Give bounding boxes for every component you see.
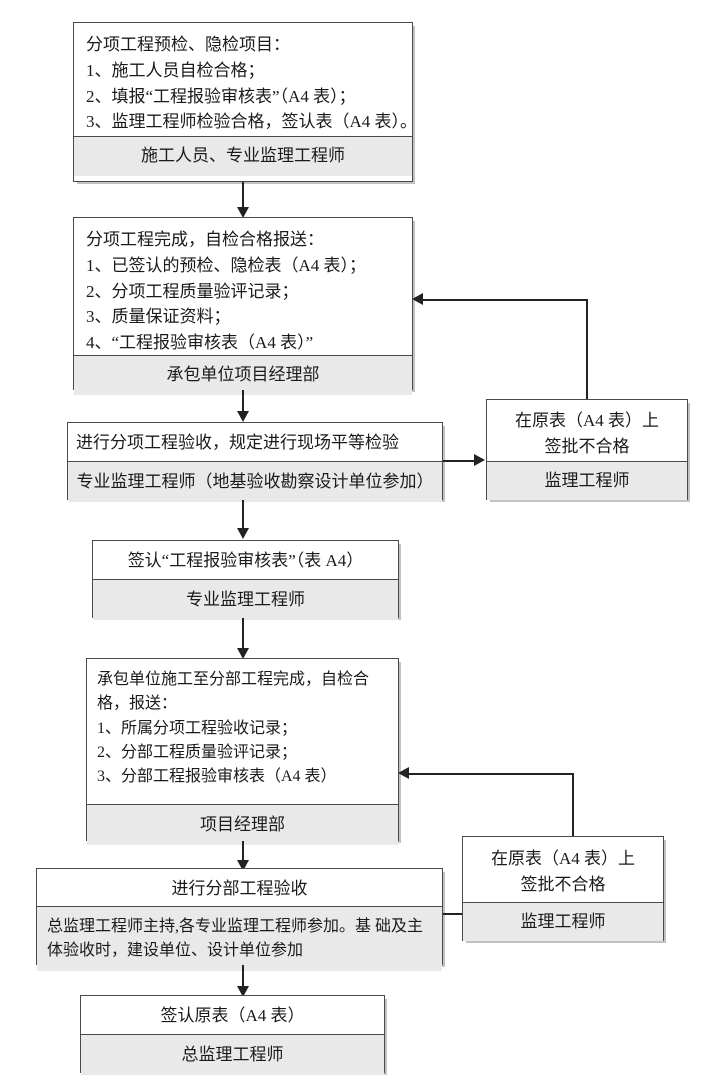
node-2-actor: 承包单位项目经理部 [74, 355, 412, 395]
node-6-actor: 项目经理部 [87, 804, 398, 845]
connector-n8-n6-vline [572, 773, 574, 836]
node-reject-mark-lower[interactable]: 在原表（A4 表）上 签批不合格 监理工程师 [462, 836, 664, 941]
connector-n7-n9-arrowhead [236, 986, 249, 997]
node-7-actor: 总监理工程师主持,各专业监理工程师参加。基 础及主体验收时，建设单位、设计单位参… [37, 906, 442, 971]
node-4-body: 在原表（A4 表）上 签批不合格 [487, 400, 687, 461]
node-5-body: 签认“工程报验审核表”（表 A4） [93, 541, 398, 579]
connector-n8-n6-arrowhead [398, 767, 409, 779]
node-2-line-2: 1、已签认的预检、隐检表（A4 表）； [86, 255, 367, 275]
connector-n7-n8-line [443, 913, 471, 915]
connector-n5-n6-arrowhead [236, 648, 249, 659]
node-2-line-5: 4、“工程报验审核表（A4 表）” [86, 333, 314, 353]
node-3-line-1: 进行分项工程验收，规定进行现场平等检验 [76, 433, 399, 452]
node-subitem-acceptance[interactable]: 进行分项工程验收，规定进行现场平等检验 专业监理工程师（地基验收勘察设计单位参加… [67, 422, 443, 502]
node-3-actor: 专业监理工程师（地基验收勘察设计单位参加） [68, 461, 442, 502]
node-8-line-1: 在原表（A4 表）上 [490, 849, 636, 868]
connector-n6-n7-arrowhead [236, 860, 249, 871]
node-4-actor: 监理工程师 [487, 461, 687, 500]
connector-n1-n2-line [242, 182, 244, 214]
connector-n1-n2-arrowhead [236, 207, 249, 218]
node-8-body: 在原表（A4 表）上 签批不合格 [463, 837, 663, 902]
node-6-line-4: 2、分部工程质量验评记录； [97, 743, 298, 761]
connector-n7-n9-line [242, 965, 244, 993]
node-sign-inspection-form[interactable]: 签认“工程报验审核表”（表 A4） 专业监理工程师 [92, 540, 399, 620]
node-1-actor: 施工人员、专业监理工程师 [74, 136, 412, 176]
node-1-line-3: 2、填报“工程报验审核表”（A4 表）； [86, 86, 356, 106]
node-7-line-1: 进行分部工程验收 [171, 879, 308, 898]
node-4-line-2: 签批不合格 [544, 436, 630, 456]
node-sign-original-form[interactable]: 签认原表（A4 表） 总监理工程师 [80, 995, 385, 1075]
connector-n8-n6-hline [406, 773, 574, 775]
connector-n5-n6-line [242, 618, 244, 656]
node-9-line-1: 签认原表（A4 表） [160, 1006, 305, 1025]
node-5-actor: 专业监理工程师 [93, 579, 398, 620]
node-subitem-pre-inspection[interactable]: 分项工程预检、隐检项目： 1、施工人员自检合格； 2、填报“工程报验审核表”（A… [73, 22, 418, 182]
node-7-actor-line-2: 础及主体验收时，建设单位、设计单位参加 [47, 918, 424, 959]
connector-n4-n2-arrowhead [412, 293, 423, 305]
connector-n4-n2-vline [586, 299, 588, 399]
node-3-body: 进行分项工程验收，规定进行现场平等检验 [68, 423, 442, 461]
connector-n6-n7-line [242, 841, 244, 867]
connector-n3-n4-arrowhead [474, 454, 485, 466]
connector-n3-n4-line [443, 460, 477, 462]
node-division-complete-submit[interactable]: 承包单位施工至分部工程完成，自检合 格，报送： 1、所属分项工程验收记录； 2、… [86, 658, 399, 845]
connector-n2-n3-arrowhead [236, 411, 249, 422]
node-2-body: 分项工程完成，自检合格报送： 1、已签认的预检、隐检表（A4 表）； 2、分项工… [74, 218, 412, 355]
node-6-line-5: 3、分部工程报验审核表（A4 表） [97, 768, 337, 786]
node-division-acceptance[interactable]: 进行分部工程验收 总监理工程师主持,各专业监理工程师参加。基 础及主体验收时，建… [36, 868, 443, 971]
connector-n3-n5-line [242, 500, 244, 535]
node-9-body: 签认原表（A4 表） [81, 996, 384, 1034]
node-1-body: 分项工程预检、隐检项目： 1、施工人员自检合格； 2、填报“工程报验审核表”（A… [74, 23, 418, 136]
node-9-actor: 总监理工程师 [81, 1034, 384, 1075]
node-2-line-1: 分项工程完成，自检合格报送： [86, 230, 324, 249]
node-1-line-1: 分项工程预检、隐检项目： [86, 35, 290, 54]
node-1-line-2: 1、施工人员自检合格； [86, 60, 265, 80]
node-7-body: 进行分部工程验收 [37, 869, 442, 906]
node-6-body: 承包单位施工至分部工程完成，自检合 格，报送： 1、所属分项工程验收记录； 2、… [87, 659, 398, 804]
node-reject-mark-upper[interactable]: 在原表（A4 表）上 签批不合格 监理工程师 [486, 399, 688, 500]
node-6-line-3: 1、所属分项工程验收记录； [97, 719, 298, 737]
node-6-line-1: 承包单位施工至分部工程完成，自检合 [97, 671, 370, 688]
node-2-line-4: 3、质量保证资料； [86, 307, 231, 327]
connector-n4-n2-hline [420, 299, 588, 301]
connector-n3-n5-arrowhead [236, 528, 249, 539]
node-6-line-2: 格，报送： [97, 695, 178, 713]
node-2-line-3: 2、分项工程质量验评记录； [86, 281, 299, 301]
node-subitem-complete-submit[interactable]: 分项工程完成，自检合格报送： 1、已签认的预检、隐检表（A4 表）； 2、分项工… [73, 217, 413, 395]
connector-n2-n3-line [242, 390, 244, 418]
node-4-line-1: 在原表（A4 表）上 [514, 411, 660, 430]
node-8-line-2: 签批不合格 [520, 874, 606, 894]
node-7-actor-line-1: 总监理工程师主持,各专业监理工程师参加。基 [47, 918, 372, 935]
node-5-line-1: 签认“工程报验审核表”（表 A4） [127, 551, 364, 570]
node-8-actor: 监理工程师 [463, 902, 663, 941]
node-1-line-4: 3、监理工程师检验合格，签认表（A4 表）。 [86, 112, 418, 132]
